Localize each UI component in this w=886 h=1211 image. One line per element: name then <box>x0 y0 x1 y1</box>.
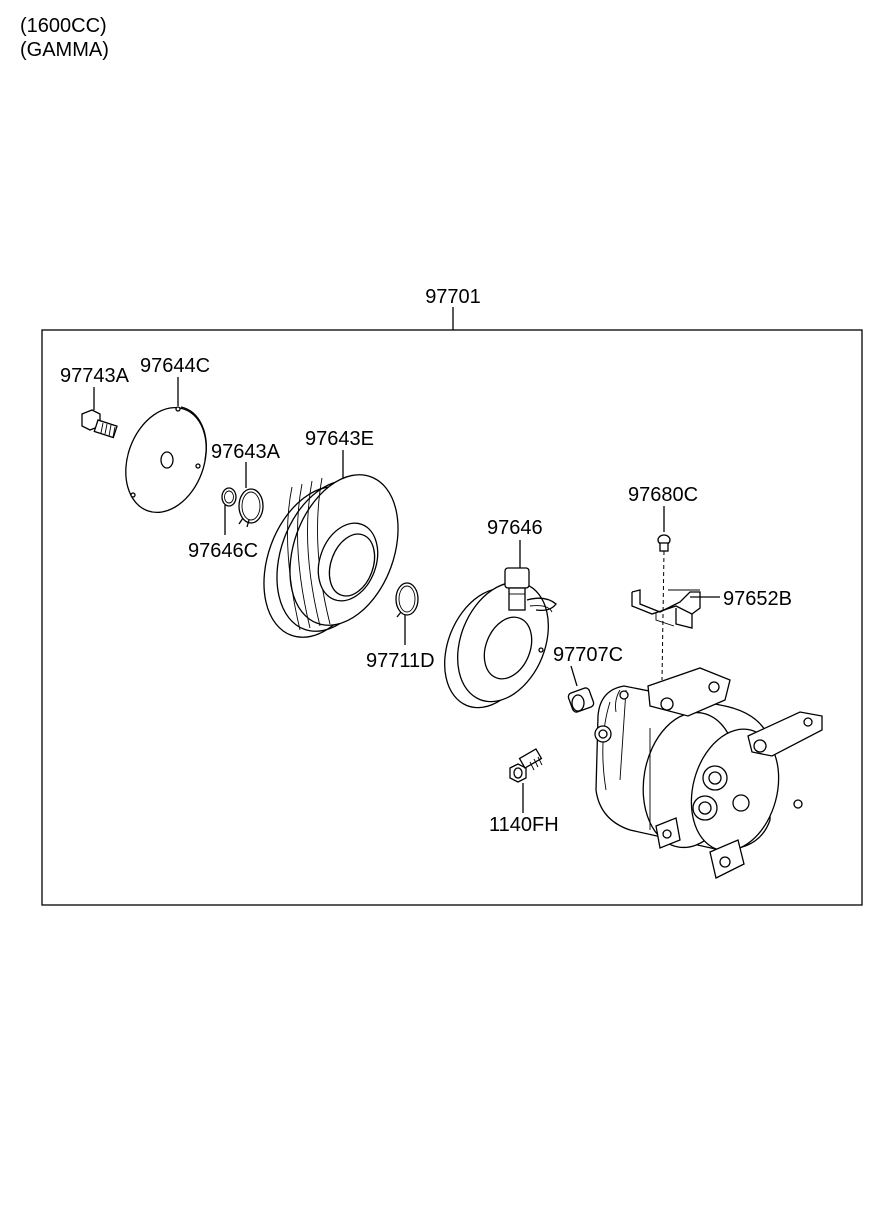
engine-type-label: (GAMMA) <box>20 39 109 61</box>
compressor-body-icon <box>594 667 823 879</box>
shim-97646C-icon <box>221 487 237 507</box>
label-1140FH[interactable]: 1140FH <box>489 814 559 836</box>
label-97643E[interactable]: 97643E <box>305 428 374 450</box>
label-97707C[interactable]: 97707C <box>553 644 623 666</box>
snap-ring-97711D-icon <box>395 582 419 618</box>
screw-97680C-icon <box>657 534 671 681</box>
field-coil-97646-icon <box>444 567 557 709</box>
label-97743A[interactable]: 97743A <box>60 365 130 387</box>
assembly-label[interactable]: 97701 <box>425 286 481 308</box>
bracket-97652B-icon <box>631 589 701 629</box>
label-97644C[interactable]: 97644C <box>140 355 210 377</box>
label-97646C[interactable]: 97646C <box>188 540 258 562</box>
label-97680C[interactable]: 97680C <box>628 484 698 506</box>
engine-displacement-label: (1600CC) <box>20 15 107 37</box>
label-97711D[interactable]: 97711D <box>366 650 435 672</box>
assembly-frame <box>41 329 863 906</box>
label-97652B[interactable]: 97652B <box>723 588 792 610</box>
bolt-1140FH-icon <box>509 748 543 783</box>
nut-97707C-icon <box>567 687 595 713</box>
leader-lines <box>93 377 720 813</box>
label-97646[interactable]: 97646 <box>487 517 543 539</box>
bolt-97743A-icon <box>81 409 118 439</box>
label-97643A[interactable]: 97643A <box>211 441 281 463</box>
snap-ring-97643A-icon <box>238 488 264 528</box>
hub-plate-97644C-icon <box>125 406 207 514</box>
pulley-97643E-icon <box>263 474 399 638</box>
